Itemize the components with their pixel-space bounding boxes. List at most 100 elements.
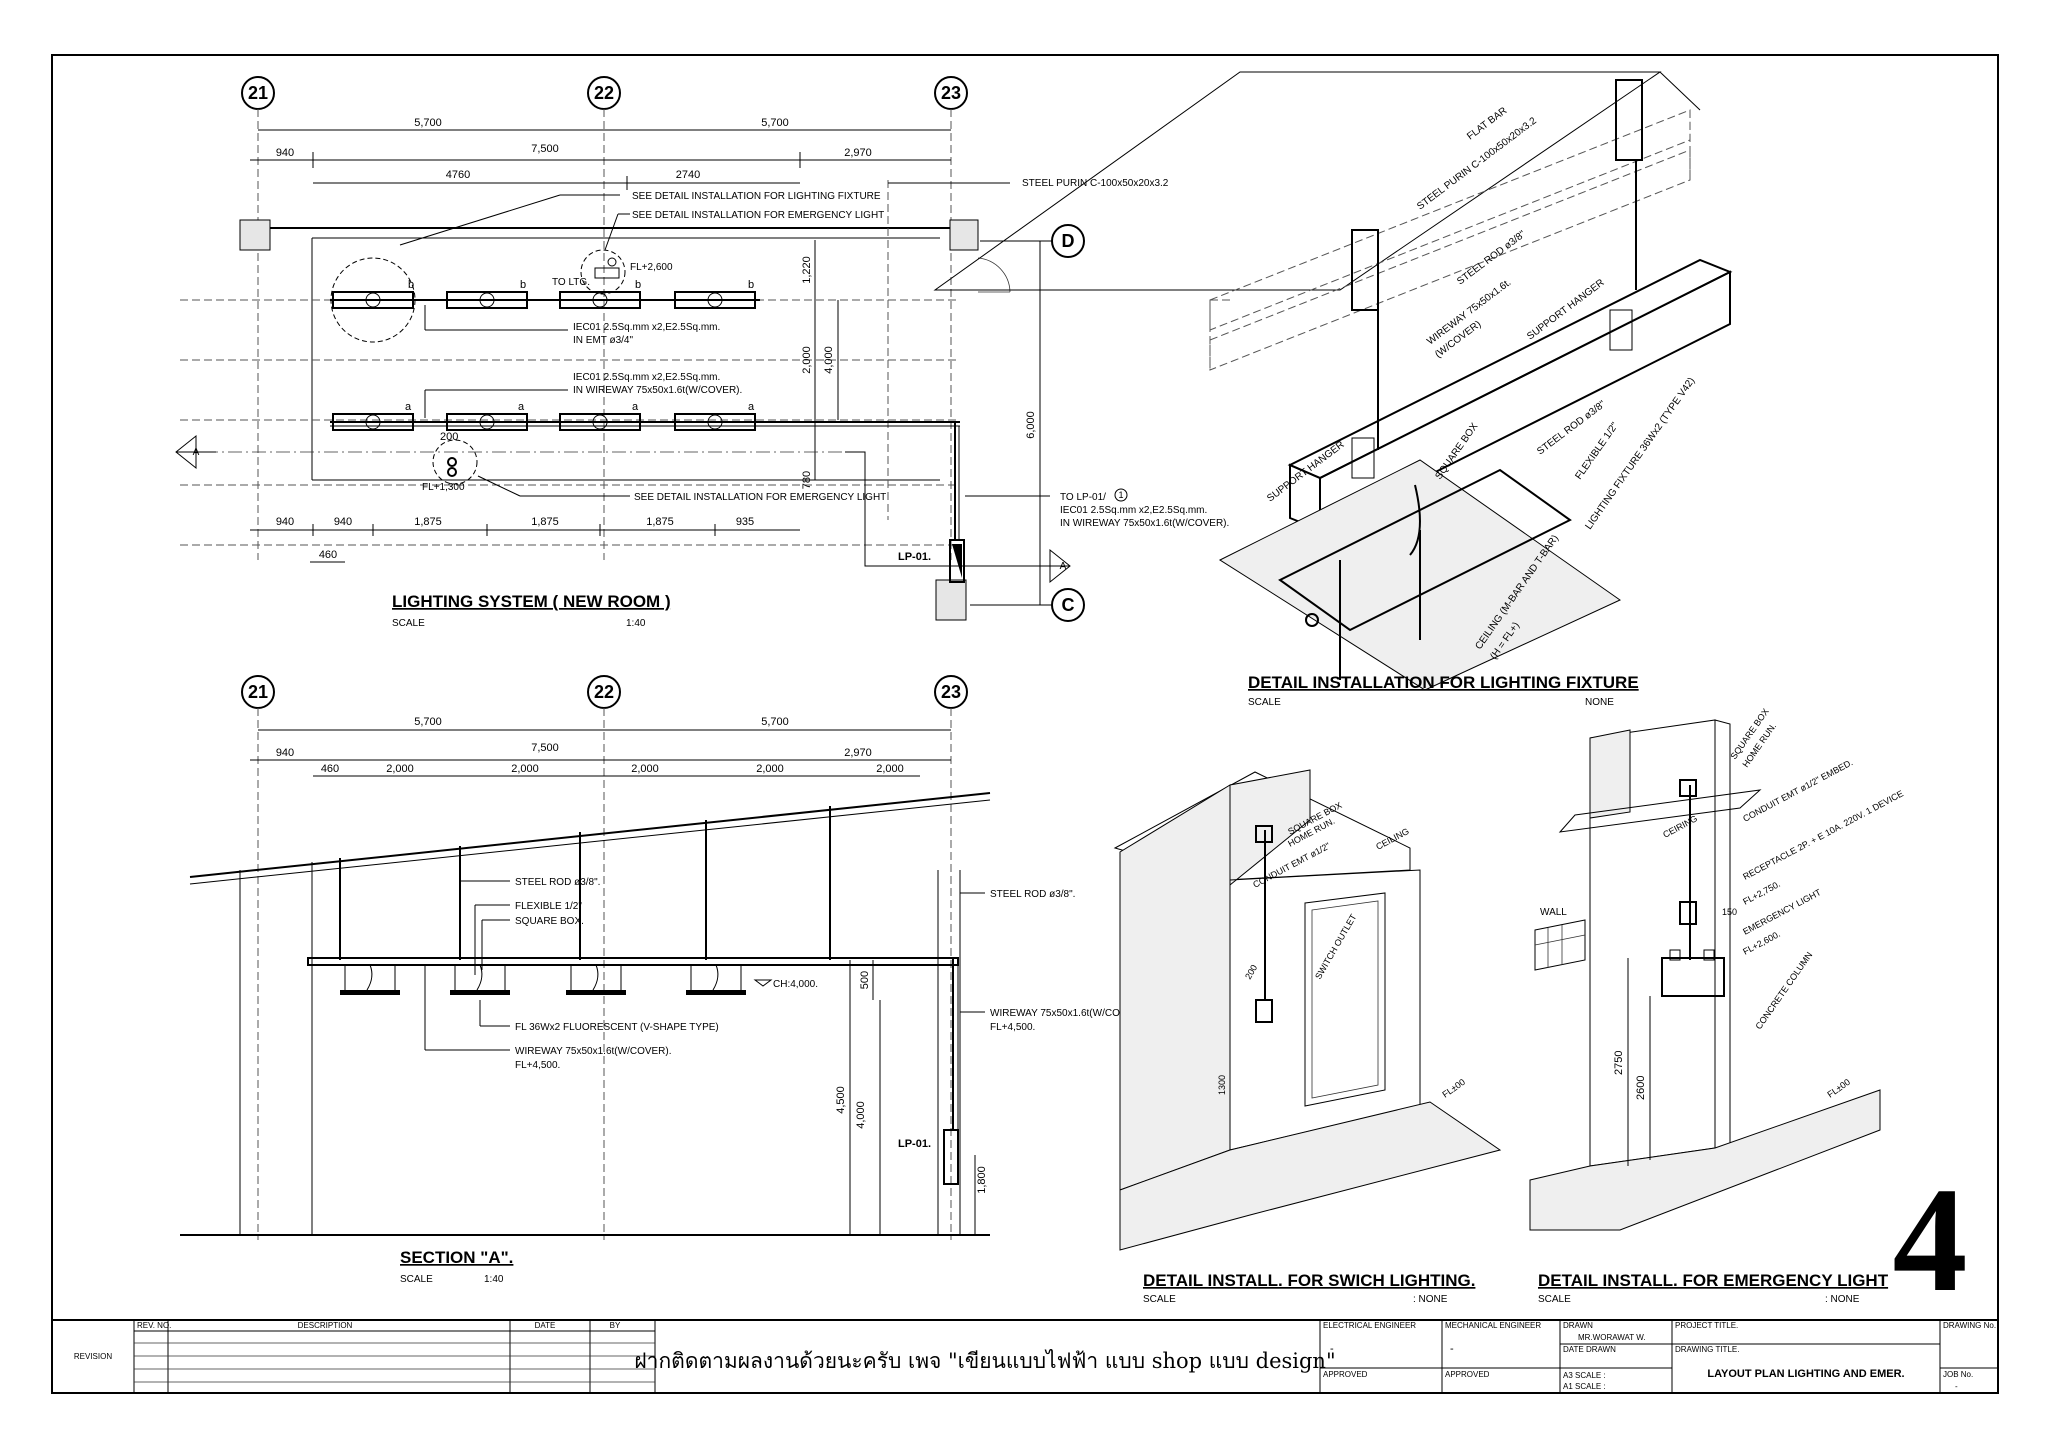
svg-text:WALL: WALL	[1540, 907, 1567, 918]
svg-text:ELECTRICAL ENGINEER: ELECTRICAL ENGINEER	[1323, 1321, 1416, 1330]
svg-text:2,000: 2,000	[511, 763, 539, 775]
svg-text:SCALE: SCALE	[1248, 697, 1281, 708]
svg-text:2600: 2600	[1635, 1076, 1647, 1100]
svg-text:CEILING: CEILING	[1374, 826, 1410, 852]
plan-title: LIGHTING SYSTEM ( NEW ROOM )	[392, 592, 671, 611]
svg-text:1,875: 1,875	[414, 516, 442, 528]
svg-text:460: 460	[321, 763, 339, 775]
svg-text:WIREWAY 75x50x1.6t(W/COVER).: WIREWAY 75x50x1.6t(W/COVER).	[515, 1046, 672, 1057]
svg-text:23: 23	[941, 682, 961, 702]
svg-text:FL+2,600: FL+2,600	[630, 262, 673, 273]
section-marker-left: A	[175, 434, 216, 470]
svg-text:-: -	[1330, 1343, 1334, 1355]
svg-text:A: A	[1060, 561, 1067, 572]
svg-text:STEEL ROD ø3/8".: STEEL ROD ø3/8".	[990, 889, 1075, 900]
svg-text:940: 940	[334, 516, 352, 528]
thai-note: ฝากติดตามผลงานด้วยนะครับ เพจ "เขียนแบบไฟ…	[634, 1349, 1335, 1373]
svg-text:460: 460	[319, 549, 337, 561]
plan-panel-label: LP-01.	[898, 551, 931, 563]
svg-text:2,970: 2,970	[844, 147, 872, 159]
svg-text:940: 940	[276, 147, 294, 159]
svg-text:1,875: 1,875	[646, 516, 674, 528]
svg-text:b: b	[635, 279, 641, 291]
svg-text:2,970: 2,970	[844, 747, 872, 759]
svg-text:SEE DETAIL INSTALLATION FOR EM: SEE DETAIL INSTALLATION FOR EMERGENCY LI…	[632, 210, 884, 221]
svg-text:5,700: 5,700	[761, 117, 789, 129]
svg-text:SEE DETAIL INSTALLATION FOR LI: SEE DETAIL INSTALLATION FOR LIGHTING FIX…	[632, 191, 881, 202]
svg-text:FLEXIBLE 1/2": FLEXIBLE 1/2"	[1573, 420, 1621, 481]
svg-text:1,875: 1,875	[531, 516, 559, 528]
svg-text:4,000: 4,000	[855, 1101, 867, 1129]
svg-text:21: 21	[248, 682, 268, 702]
svg-text:DATE: DATE	[535, 1321, 556, 1330]
section-grid-21: 21	[241, 675, 275, 709]
svg-text:4,500: 4,500	[835, 1086, 847, 1114]
svg-text:PROJECT TITLE.: PROJECT TITLE.	[1675, 1321, 1738, 1330]
sheet-number: 4	[1893, 1157, 1968, 1323]
svg-text:DRAWING No.: DRAWING No.	[1943, 1321, 1996, 1330]
svg-text:22: 22	[594, 682, 614, 702]
section-panel-label: LP-01.	[898, 1138, 931, 1150]
svg-text:2,000: 2,000	[756, 763, 784, 775]
section-fixtures	[340, 964, 746, 995]
section-title: SECTION "A".	[400, 1248, 513, 1267]
svg-text:5,700: 5,700	[414, 117, 442, 129]
svg-text:SCALE: SCALE	[1538, 1294, 1571, 1305]
svg-text:935: 935	[736, 516, 754, 528]
svg-text:SCALE: SCALE	[392, 618, 425, 629]
svg-text:CH:4,000.: CH:4,000.	[773, 979, 818, 990]
svg-text:IN EMT ø3/4": IN EMT ø3/4"	[573, 335, 633, 346]
svg-text:b: b	[520, 279, 526, 291]
svg-text:1:40: 1:40	[484, 1274, 504, 1285]
svg-text:940: 940	[276, 747, 294, 759]
svg-text:5,700: 5,700	[761, 716, 789, 728]
plan-grid-23: 23	[934, 76, 968, 110]
svg-text:2740: 2740	[676, 169, 700, 181]
svg-text:780: 780	[801, 471, 813, 489]
svg-text:DRAWN: DRAWN	[1563, 1321, 1593, 1330]
svg-text:7,500: 7,500	[531, 143, 559, 155]
detail-emergency-title: DETAIL INSTALL. FOR EMERGENCY LIGHT	[1538, 1271, 1889, 1290]
svg-text:: NONE: : NONE	[1825, 1294, 1860, 1305]
svg-text:4760: 4760	[446, 169, 470, 181]
svg-text:REVISION: REVISION	[74, 1352, 112, 1361]
svg-text:FLEXIBLE 1/2": FLEXIBLE 1/2"	[515, 901, 582, 912]
svg-text:2,000: 2,000	[876, 763, 904, 775]
drawing-title: LAYOUT PLAN LIGHTING AND EMER.	[1707, 1368, 1904, 1380]
svg-text:2,000: 2,000	[801, 346, 813, 374]
svg-text:500: 500	[859, 971, 871, 989]
detail-switch-title: DETAIL INSTALL. FOR SWICH LIGHTING.	[1143, 1271, 1475, 1290]
svg-text:DRAWING TITLE.: DRAWING TITLE.	[1675, 1345, 1739, 1354]
detail-switch: SQUARE BOX HOME RUN. CEILING CONDUIT EMT…	[1113, 769, 1502, 1305]
emergency-light-bottom: 200 FL+1,300	[422, 431, 478, 493]
svg-text:DATE DRAWN: DATE DRAWN	[1563, 1345, 1616, 1354]
svg-text:SQUARE BOX: SQUARE BOX	[1433, 421, 1480, 482]
svg-text:FL+4,500.: FL+4,500.	[990, 1022, 1035, 1033]
plan-row-C: C	[970, 588, 1085, 622]
svg-text:SQUARE BOX.: SQUARE BOX.	[515, 916, 584, 927]
svg-text:NONE: NONE	[1585, 697, 1614, 708]
svg-text:2,000: 2,000	[386, 763, 414, 775]
svg-text:2,000: 2,000	[631, 763, 659, 775]
detail-fixture-title: DETAIL INSTALLATION FOR LIGHTING FIXTURE	[1248, 673, 1639, 692]
detail-emergency: SQUARE BOX HOME RUN. CEIRING CONDUIT EMT…	[1529, 707, 1905, 1305]
svg-text:TO LTG.: TO LTG.	[552, 277, 590, 288]
svg-text:FL 36Wx2 FLUORESCENT (V-SHAPE: FL 36Wx2 FLUORESCENT (V-SHAPE TYPE)	[515, 1022, 719, 1033]
svg-text:JOB No.: JOB No.	[1943, 1370, 1973, 1379]
svg-text:STEEL PURIN C-100x50x20x3.2: STEEL PURIN C-100x50x20x3.2	[1022, 178, 1169, 189]
svg-text:b: b	[408, 279, 414, 291]
section-grid-22: 22	[587, 675, 621, 709]
svg-text:200: 200	[440, 431, 458, 443]
plan-grid-22: 22	[587, 76, 621, 110]
svg-text:2750: 2750	[1613, 1051, 1625, 1075]
svg-text:CONCRETE COLUMN: CONCRETE COLUMN	[1753, 950, 1814, 1031]
svg-text:1:40: 1:40	[626, 618, 646, 629]
svg-text:SCALE: SCALE	[1143, 1294, 1176, 1305]
svg-text:5,700: 5,700	[414, 716, 442, 728]
svg-text:IN WIREWAY 75x50x1.6t(W/COVER): IN WIREWAY 75x50x1.6t(W/COVER).	[573, 385, 742, 396]
fixture-row-a: a a a a	[330, 401, 960, 540]
fixture-row-b: b b b b	[330, 257, 760, 343]
svg-text:IN WIREWAY 75x50x1.6t(W/COVER): IN WIREWAY 75x50x1.6t(W/COVER).	[1060, 518, 1229, 529]
svg-text:940: 940	[276, 516, 294, 528]
